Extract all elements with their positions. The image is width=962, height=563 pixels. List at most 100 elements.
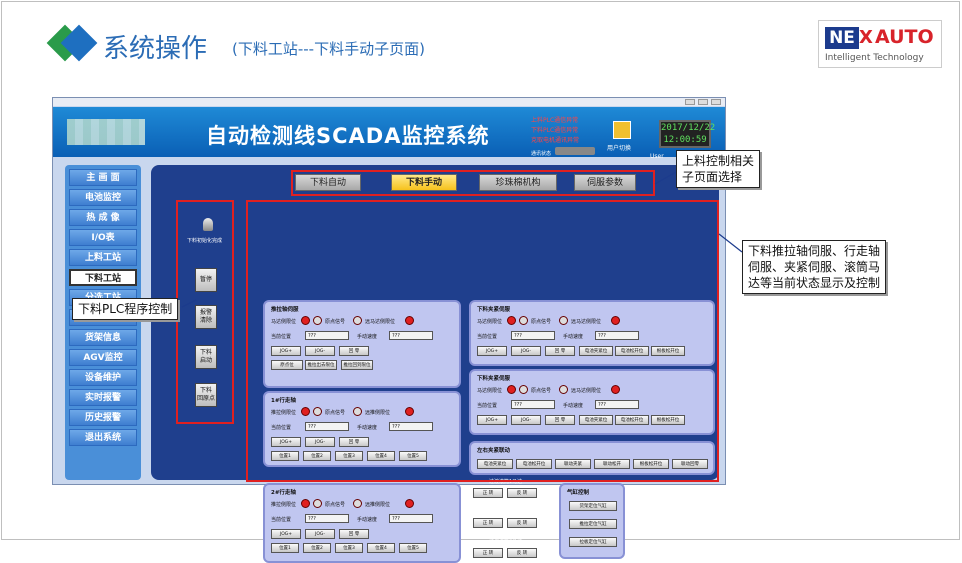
- feed-jog-plus-button[interactable]: JOG+: [477, 346, 507, 356]
- sidebar-item-11[interactable]: 实时报警: [69, 389, 137, 406]
- tab-servo-params[interactable]: 伺服参数: [574, 174, 636, 191]
- feed-home-button[interactable]: 下料 回原点: [195, 383, 217, 407]
- feed2-speed-field[interactable]: ???: [595, 400, 639, 409]
- alarm-3: 克取电机通讯异常: [531, 137, 580, 144]
- roller1-reverse-button[interactable]: 反 转: [507, 488, 537, 498]
- main-panel: 下料自动 下料手动 珍珠棉机构 伺服参数 下料初始化完成 暂停 报警 清除 下料…: [151, 165, 719, 563]
- sidebar-item-2[interactable]: 热 成 像: [69, 209, 137, 226]
- t1-pos2-button[interactable]: 位置2: [303, 451, 331, 461]
- roller1-forward-button[interactable]: 正 转: [473, 488, 503, 498]
- t2-limit-led: [301, 499, 310, 508]
- t2-pos3-button[interactable]: 位置3: [335, 543, 363, 553]
- lr-btn-3[interactable]: 联动松开: [594, 459, 630, 469]
- lr-btn-1[interactable]: 电池松开位: [516, 459, 552, 469]
- t1-pos4-button[interactable]: 位置4: [367, 451, 395, 461]
- lr-btn-0[interactable]: 电池夹紧位: [477, 459, 513, 469]
- feed-home-button[interactable]: 回 零: [545, 346, 575, 356]
- t2-pos4-button[interactable]: 位置4: [367, 543, 395, 553]
- sidebar-item-3[interactable]: I/O表: [69, 229, 137, 246]
- roller2-label: 过渡滚筒2马达: [489, 509, 523, 515]
- t2-origin-led: [313, 499, 322, 508]
- push-pos-field: ???: [305, 331, 349, 340]
- feed2-jog-plus-button[interactable]: JOG+: [477, 415, 507, 425]
- push-jog-minus-button[interactable]: JOG-: [305, 346, 335, 356]
- feed-far-label: 远马达侧限位: [571, 319, 602, 325]
- roller2-reverse-button[interactable]: 反 转: [507, 518, 537, 528]
- pause-button[interactable]: 暂停: [195, 268, 217, 292]
- t2-pos2-button[interactable]: 位置2: [303, 543, 331, 553]
- t2-far-label: 远推侧限位: [365, 502, 391, 508]
- t1-far-led: [405, 407, 414, 416]
- sidebar-item-5[interactable]: 下料工站: [69, 269, 137, 286]
- cyl-btn-1[interactable]: 推拉定位气缸: [569, 519, 617, 529]
- callout-servo: 下料推拉轴伺服、行走轴 伺服、夹紧伺服、滚筒马 达等当前状态显示及控制: [742, 240, 887, 294]
- push-home-button[interactable]: 回 零: [339, 346, 369, 356]
- feed2-b2-button[interactable]: 电池松开位: [615, 415, 649, 425]
- push-limit-led: [301, 316, 310, 325]
- sidebar-item-4[interactable]: 上料工站: [69, 249, 137, 266]
- sidebar-item-9[interactable]: AGV监控: [69, 349, 137, 366]
- feed2-b3-button[interactable]: 根板松开位: [651, 415, 685, 425]
- feed2-jog-minus-button[interactable]: JOG-: [511, 415, 541, 425]
- feed-start-button[interactable]: 下料 启动: [195, 345, 217, 369]
- t1-pos5-button[interactable]: 位置5: [399, 451, 427, 461]
- push-b1-button[interactable]: 原点位: [271, 360, 303, 370]
- sidebar-item-10[interactable]: 设备维护: [69, 369, 137, 386]
- push-b2-button[interactable]: 推拉出去限位: [305, 360, 337, 370]
- sidebar-item-13[interactable]: 退出系统: [69, 429, 137, 446]
- t2-jog-plus-button[interactable]: JOG+: [271, 529, 301, 539]
- feed2-pos-label: 当前位置: [477, 403, 498, 409]
- roller3-forward-button[interactable]: 正 转: [473, 548, 503, 558]
- roller3-reverse-button[interactable]: 反 转: [507, 548, 537, 558]
- push-jog-plus-button[interactable]: JOG+: [271, 346, 301, 356]
- sidebar-item-8[interactable]: 货架信息: [69, 329, 137, 346]
- feed2-b1-button[interactable]: 电池夹紧位: [579, 415, 613, 425]
- alarm-clear-button[interactable]: 报警 清除: [195, 305, 217, 329]
- feed2-far-led: [611, 385, 620, 394]
- t2-pos5-button[interactable]: 位置5: [399, 543, 427, 553]
- feed-title: 下料夹紧伺服: [477, 307, 511, 313]
- feed-clamp2-panel: 下料夹紧伺服马达侧限位原点信号远马达侧限位当前位置???手动速度???JOG+J…: [469, 369, 715, 435]
- feed2-home-button[interactable]: 回 零: [545, 415, 575, 425]
- feed-b2-button[interactable]: 电池松开位: [615, 346, 649, 356]
- init-status-label: 下料初始化完成: [187, 238, 223, 244]
- t2-jog-minus-button[interactable]: JOG-: [305, 529, 335, 539]
- t1-pos1-button[interactable]: 位置1: [271, 451, 299, 461]
- close-icon[interactable]: [711, 99, 721, 105]
- push-speed-field[interactable]: ???: [389, 331, 433, 340]
- minimize-icon[interactable]: [685, 99, 695, 105]
- user-icon[interactable]: [613, 121, 631, 139]
- feed-b3-button[interactable]: 根板松开位: [651, 346, 685, 356]
- cyl-btn-0[interactable]: 货架定位气缸: [569, 501, 617, 511]
- sidebar-item-1[interactable]: 电池监控: [69, 189, 137, 206]
- feed-jog-minus-button[interactable]: JOG-: [511, 346, 541, 356]
- maximize-icon[interactable]: [698, 99, 708, 105]
- tab-pearl-cotton[interactable]: 珍珠棉机构: [479, 174, 557, 191]
- t2-pos1-button[interactable]: 位置1: [271, 543, 299, 553]
- t1-jog-plus-button[interactable]: JOG+: [271, 437, 301, 447]
- sidebar-item-0[interactable]: 主 画 面: [69, 169, 137, 186]
- lr-title: 左右夹紧联动: [477, 448, 511, 454]
- sidebar-item-12[interactable]: 历史报警: [69, 409, 137, 426]
- push-b3-button[interactable]: 推拉回到限位: [341, 360, 373, 370]
- t1-pos-label: 当前位置: [271, 425, 292, 431]
- blurred-logo: [67, 119, 145, 145]
- roller2-forward-button[interactable]: 正 转: [473, 518, 503, 528]
- t1-home-button[interactable]: 回 零: [339, 437, 369, 447]
- tab-feed-manual[interactable]: 下料手动: [391, 174, 457, 191]
- t2-speed-field[interactable]: ???: [389, 514, 433, 523]
- lr-btn-2[interactable]: 联动夹紧: [555, 459, 591, 469]
- lr-btn-5[interactable]: 联动回零: [672, 459, 708, 469]
- feed-b1-button[interactable]: 电池夹紧位: [579, 346, 613, 356]
- t1-limit-label: 推拉侧限位: [271, 410, 297, 416]
- user-switch-label[interactable]: 用户切换: [607, 145, 632, 152]
- t2-far-led: [405, 499, 414, 508]
- tab-feed-auto[interactable]: 下料自动: [295, 174, 361, 191]
- feed-speed-field[interactable]: ???: [595, 331, 639, 340]
- t1-jog-minus-button[interactable]: JOG-: [305, 437, 335, 447]
- t2-home-button[interactable]: 回 零: [339, 529, 369, 539]
- t1-speed-field[interactable]: ???: [389, 422, 433, 431]
- window-titlebar: [53, 98, 725, 106]
- lr-btn-4[interactable]: 根板松开位: [633, 459, 669, 469]
- t1-pos3-button[interactable]: 位置3: [335, 451, 363, 461]
